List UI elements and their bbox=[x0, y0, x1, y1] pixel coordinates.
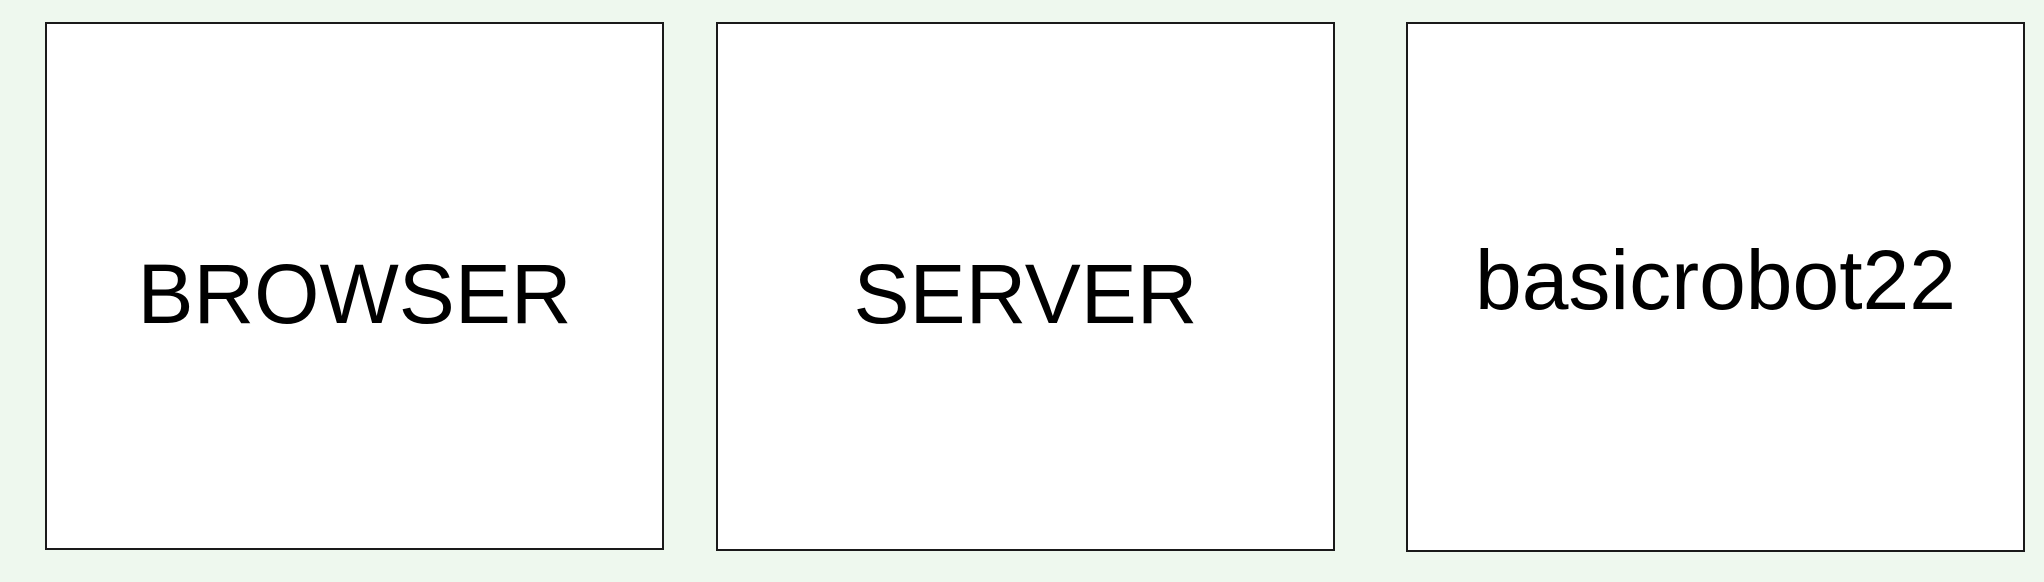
server-label: SERVER bbox=[853, 247, 1198, 341]
basicrobot22-label: basicrobot22 bbox=[1475, 233, 1956, 327]
browser-label: BROWSER bbox=[137, 247, 572, 341]
browser-box: BROWSER bbox=[45, 22, 664, 550]
server-box: SERVER bbox=[716, 22, 1335, 551]
basicrobot22-box: basicrobot22 bbox=[1406, 22, 2025, 552]
